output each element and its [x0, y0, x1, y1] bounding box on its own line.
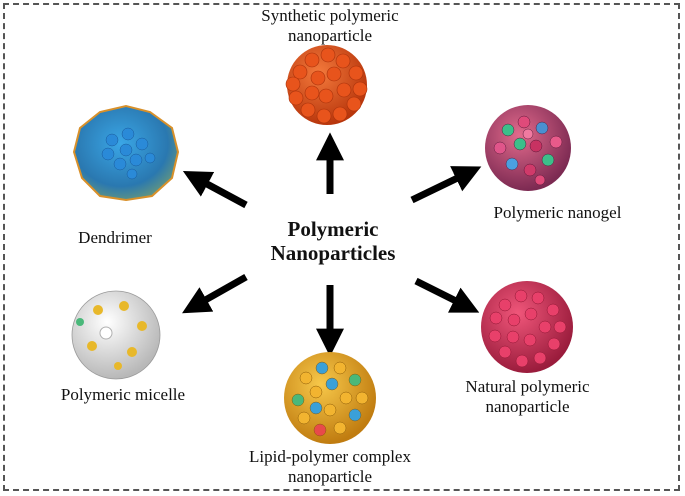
- arrow-to-micelle: [182, 273, 248, 314]
- center-title-line2: Nanoparticles: [270, 241, 396, 265]
- label-dendrimer: Dendrimer: [50, 228, 180, 248]
- arrow-to-nanogel: [410, 166, 482, 204]
- nanogel-image: [485, 105, 571, 191]
- label-synthetic: Synthetic polymeric nanoparticle: [230, 6, 430, 46]
- label-lipid-line2: nanoparticle: [287, 467, 372, 486]
- arrow-to-dendrimer: [182, 171, 248, 209]
- label-dendrimer-line1: Dendrimer: [78, 228, 152, 247]
- arrow-to-natural: [414, 277, 480, 313]
- micelle-image: [71, 290, 161, 380]
- dendrimer-image: [72, 104, 180, 202]
- synthetic-nanoparticle-image: [285, 45, 368, 125]
- label-nanogel-line1: Polymeric nanogel: [493, 203, 622, 222]
- center-title: Polymeric Nanoparticles: [243, 217, 423, 265]
- label-lipid: Lipid-polymer complex nanoparticle: [225, 447, 435, 487]
- center-title-line1: Polymeric: [287, 217, 379, 241]
- natural-nanoparticle-image: [481, 281, 573, 373]
- label-micelle: Polymeric micelle: [38, 385, 208, 405]
- label-natural-line2: nanoparticle: [485, 397, 570, 416]
- label-synthetic-line2: nanoparticle: [287, 26, 372, 45]
- dashed-border: [3, 3, 680, 491]
- label-micelle-line1: Polymeric micelle: [60, 385, 186, 404]
- label-natural: Natural polymeric nanoparticle: [440, 377, 615, 417]
- lipid-polymer-nanoparticle-image: [284, 352, 376, 444]
- label-natural-line1: Natural polymeric: [465, 377, 590, 396]
- label-synthetic-line1: Synthetic polymeric: [261, 6, 399, 25]
- label-nanogel: Polymeric nanogel: [470, 203, 645, 223]
- label-lipid-line1: Lipid-polymer complex: [249, 447, 411, 466]
